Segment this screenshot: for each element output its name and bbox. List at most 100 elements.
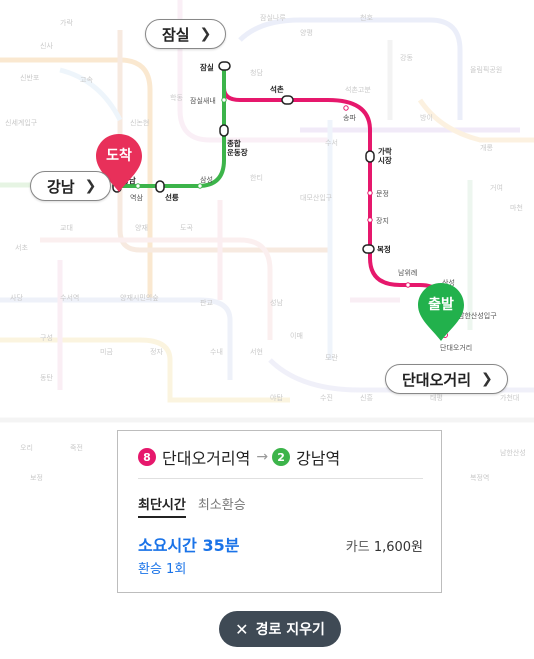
station-label-namwirye: 남위례: [398, 268, 417, 277]
transfer-count: 환승 1회: [138, 562, 187, 577]
clear-route-button[interactable]: ✕ 경로 지우기: [219, 611, 341, 647]
duration-text: 소요시간 35분: [138, 536, 240, 555]
svg-text:석촌고분: 석촌고분: [345, 85, 371, 94]
chevron-right-icon: ❯: [481, 371, 493, 387]
station-marker-munjeong: [367, 190, 373, 196]
callout-dandae[interactable]: 단대오거리 ❯: [385, 364, 508, 394]
station-label-namhansanseong: 남한산성입구: [458, 311, 497, 320]
tab-shortest-time[interactable]: 최단시간: [138, 494, 186, 518]
svg-text:가락: 가락: [60, 18, 73, 27]
svg-text:성남: 성남: [270, 298, 283, 307]
chevron-right-icon: ❯: [199, 26, 212, 42]
svg-text:청담: 청담: [250, 68, 263, 77]
route-tabs: 최단시간 최소환승: [138, 494, 246, 518]
station-marker-yeoksam: [135, 183, 141, 189]
station-marker-jamsilsaenae: [221, 97, 227, 103]
svg-text:대모산입구: 대모산입구: [300, 193, 333, 202]
line8-route: [222, 66, 447, 335]
svg-text:양재: 양재: [135, 224, 148, 232]
station-label-seokchon: 석촌: [270, 84, 284, 94]
fare-label: 카드: [345, 540, 370, 555]
station-marker-seokchon: [281, 95, 294, 105]
fare-value: 1,600원: [373, 540, 423, 555]
station-label-sports-complex-1: 종합: [227, 138, 241, 148]
station-marker-jangji: [367, 217, 373, 223]
svg-text:도곡: 도곡: [180, 224, 193, 232]
callout-jamsil[interactable]: 잠실 ❯: [145, 19, 227, 49]
station-marker-garak: [365, 150, 375, 163]
station-label-bokjeong: 복정: [377, 244, 391, 254]
to-station: 강남역: [296, 449, 341, 468]
svg-text:모란: 모란: [325, 354, 338, 362]
station-label-garak-1: 가락: [378, 146, 392, 156]
fare-info: 카드 1,600원: [346, 536, 423, 555]
departure-pin-label[interactable]: 출발: [428, 297, 454, 313]
svg-text:판교: 판교: [200, 298, 213, 307]
svg-text:양재시민의숲: 양재시민의숲: [120, 293, 159, 302]
svg-text:미금: 미금: [100, 347, 113, 356]
svg-text:동탄: 동탄: [40, 373, 53, 382]
svg-text:야탑: 야탑: [270, 393, 283, 402]
arrow-right-icon: →: [256, 449, 269, 465]
svg-text:신사: 신사: [40, 41, 53, 50]
clear-route-label: 경로 지우기: [255, 622, 325, 638]
svg-text:수서: 수서: [325, 138, 338, 147]
callout-jamsil-label: 잠실: [162, 25, 190, 44]
svg-text:사당: 사당: [10, 293, 23, 302]
svg-text:죽전: 죽전: [70, 443, 83, 452]
close-icon: ✕: [235, 619, 249, 639]
station-marker-songpa: [343, 105, 349, 111]
svg-text:신세계입구: 신세계입구: [5, 118, 38, 127]
svg-text:고속: 고속: [80, 76, 93, 84]
svg-text:천호: 천호: [360, 13, 373, 22]
station-label-yeoksam: 역삼: [130, 193, 143, 202]
callout-gangnam-label: 강남: [47, 177, 75, 196]
from-station: 단대오거리역: [162, 449, 251, 468]
svg-text:거여: 거여: [490, 183, 503, 192]
station-label-jamsilsaenae: 잠실새내: [190, 96, 216, 105]
svg-text:신반포: 신반포: [20, 73, 40, 82]
route-title: 8 단대오거리역 → 2 강남역: [138, 445, 340, 469]
svg-text:서현: 서현: [250, 347, 263, 356]
station-label-munjeong: 문정: [376, 189, 389, 198]
station-marker-sports-complex: [219, 124, 229, 137]
station-marker-bokjeong: [362, 244, 375, 254]
station-label-seolleung: 선릉: [165, 192, 179, 202]
svg-text:복정역: 복정역: [470, 473, 489, 482]
svg-text:학동: 학동: [170, 93, 183, 102]
background-lines: [0, 0, 534, 423]
station-label-samseong: 삼성: [200, 175, 213, 184]
svg-text:수내: 수내: [210, 347, 223, 356]
background-station-labels: 신사 신반포 고속 신세계입구 신논현 학동 청담 양평 강동 올림픽공원 석촌…: [5, 13, 526, 482]
svg-text:가천대: 가천대: [500, 393, 519, 402]
svg-text:오리: 오리: [20, 443, 33, 452]
divider: [138, 478, 423, 479]
tab-min-transfer[interactable]: 최소환승: [197, 498, 246, 513]
svg-text:잠실나루: 잠실나루: [260, 13, 286, 22]
station-marker-seolleung: [155, 180, 165, 193]
svg-text:양평: 양평: [300, 28, 313, 37]
station-marker-jamsil: [218, 61, 231, 71]
route-info-card: 8 단대오거리역 → 2 강남역 최단시간 최소환승 소요시간 35분 환승 1…: [117, 430, 442, 593]
station-label-jangji: 장지: [376, 216, 389, 225]
svg-text:수진: 수진: [320, 393, 333, 402]
svg-text:교대: 교대: [60, 224, 73, 232]
svg-text:올림픽공원: 올림픽공원: [470, 65, 502, 74]
svg-text:수서역: 수서역: [60, 293, 79, 302]
callout-dandae-label: 단대오거리: [402, 370, 472, 389]
station-label-sanseong: 산성: [442, 278, 455, 287]
station-label-songpa: 송파: [343, 113, 356, 122]
svg-text:이매: 이매: [290, 331, 303, 340]
station-label-jamsil: 잠실: [200, 62, 214, 72]
arrival-pin-label[interactable]: 도착: [106, 148, 132, 164]
station-label-sports-complex-2: 운동장: [227, 147, 248, 157]
chevron-right-icon: ❯: [84, 178, 97, 194]
svg-text:개롱: 개롱: [480, 143, 493, 152]
svg-text:구성: 구성: [40, 333, 53, 342]
svg-text:방이: 방이: [420, 113, 433, 122]
station-marker-samseong: [197, 183, 203, 189]
callout-gangnam[interactable]: 강남 ❯: [30, 171, 112, 201]
station-label-garak-2: 시장: [378, 155, 392, 165]
station-markers[interactable]: [112, 61, 448, 338]
